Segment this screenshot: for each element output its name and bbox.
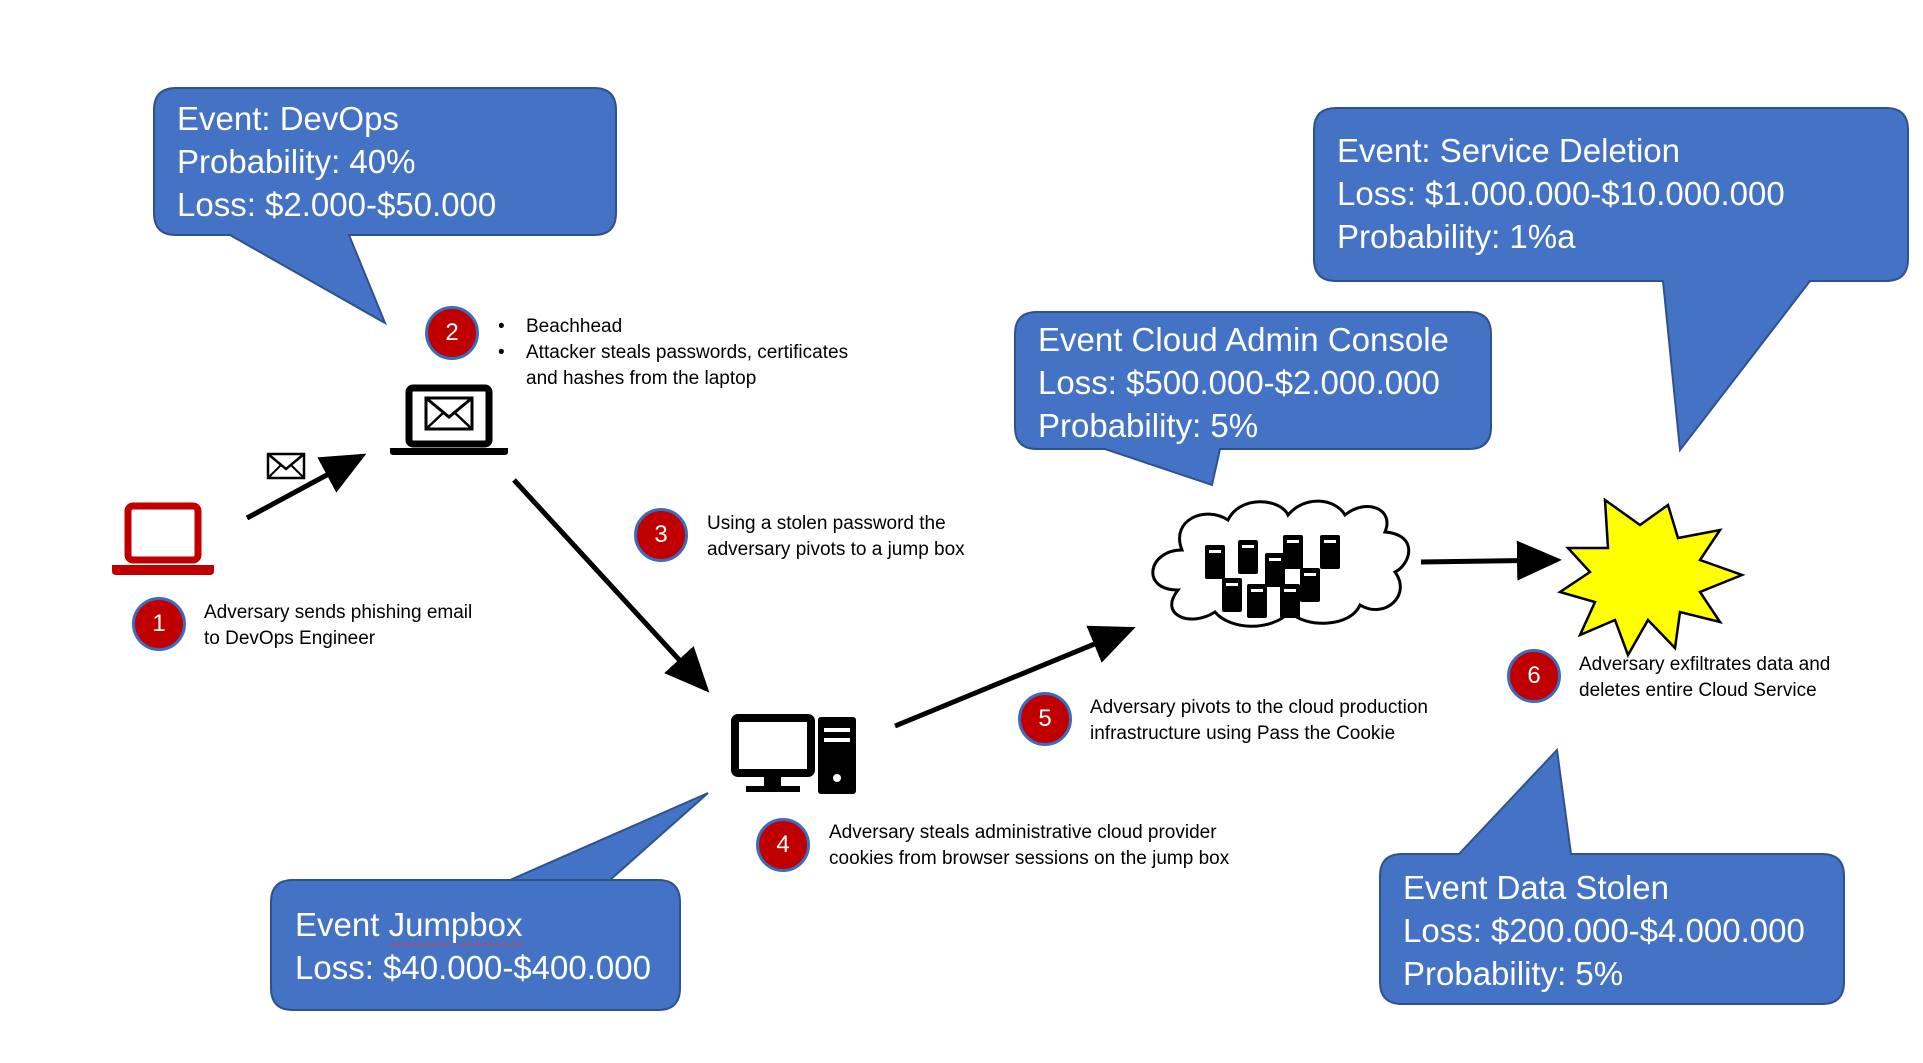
callout-service-deletion-text: Event: Service Deletion Loss: $1.000.000… (1337, 129, 1785, 258)
step-2-bullet-1: Beachhead (496, 314, 848, 340)
step-6-line-1: Adversary exfiltrates data and (1579, 654, 1831, 675)
callout-cloud-admin-loss: Loss: $500.000-$2.000.000 (1038, 364, 1440, 401)
step-2-bullets: Beachhead Attacker steals passwords, cer… (496, 314, 848, 366)
callout-data-stolen (1379, 747, 1845, 1005)
step-4-line-2: cookies from browser sessions on the jum… (829, 848, 1230, 869)
callout-cloud-admin-title: Event Cloud Admin Console (1038, 321, 1449, 358)
step-5-badge: 5 (1018, 692, 1072, 746)
callout-cloud-admin-text: Event Cloud Admin Console Loss: $500.000… (1038, 318, 1449, 447)
cloud-servers-icon (1151, 499, 1411, 628)
callout-devops-loss: Loss: $2.000-$50.000 (177, 186, 497, 223)
step-6-line-2: deletes entire Cloud Service (1579, 680, 1817, 701)
jumpbox-computer-icon (731, 714, 856, 794)
callout-service-deletion-probability: Probability: 1%a (1337, 218, 1576, 255)
step-4-line-1: Adversary steals administrative cloud pr… (829, 822, 1217, 843)
step-3-badge: 3 (634, 508, 688, 562)
attacker-laptop-icon (112, 502, 214, 575)
callout-data-stolen-loss: Loss: $200.000-$4.000.000 (1403, 912, 1805, 949)
step-1-badge: 1 (132, 597, 186, 651)
step-5-line-2: infrastructure using Pass the Cookie (1090, 723, 1396, 744)
callout-data-stolen-text: Event Data Stolen Loss: $200.000-$4.000.… (1403, 866, 1805, 995)
callout-devops-title: Event: DevOps (177, 100, 399, 137)
callout-jumpbox-title-prefix: Event (295, 906, 389, 943)
callout-devops-text: Event: DevOps Probability: 40% Loss: $2.… (177, 97, 496, 226)
arrow-to-cloud (894, 625, 1136, 729)
callout-jumpbox (270, 792, 709, 1011)
step-1-description: Adversary sends phishing email to DevOps… (204, 600, 472, 652)
callout-cloud-admin (1014, 311, 1492, 487)
callout-cloud-admin-probability: Probability: 5% (1038, 407, 1259, 444)
callout-jumpbox-title-word: Jumpbox (388, 906, 523, 943)
envelope-icon (266, 452, 306, 480)
step-2-bullet-2: Attacker steals passwords, certificates (496, 340, 848, 366)
callout-jumpbox-loss: Loss: $40.000-$400.000 (295, 949, 651, 986)
callout-service-deletion-title: Event: Service Deletion (1337, 132, 1681, 169)
step-1-line-1: Adversary sends phishing email (204, 602, 473, 623)
explosion-icon (1557, 497, 1746, 658)
callout-devops (153, 87, 617, 326)
step-3-description: Using a stolen password the adversary pi… (707, 511, 965, 563)
step-3-line-2: adversary pivots to a jump box (707, 539, 965, 560)
step-5-line-1: Adversary pivots to the cloud production (1090, 697, 1428, 718)
step-5-description: Adversary pivots to the cloud production… (1090, 695, 1428, 747)
step-2-badge: 2 (425, 306, 479, 360)
step-6-badge: 6 (1507, 649, 1561, 703)
step-3-line-1: Using a stolen password the (707, 513, 946, 534)
step-6-description: Adversary exfiltrates data and deletes e… (1579, 652, 1830, 704)
step-4-description: Adversary steals administrative cloud pr… (829, 820, 1229, 872)
step-1-line-2: to DevOps Engineer (204, 628, 376, 649)
callout-data-stolen-probability: Probability: 5% (1403, 955, 1624, 992)
step-4-badge: 4 (756, 818, 810, 872)
callout-service-deletion-loss: Loss: $1.000.000-$10.000.000 (1337, 175, 1785, 212)
callout-devops-probability: Probability: 40% (177, 143, 416, 180)
arrow-to-jumpbox (512, 478, 710, 693)
callout-data-stolen-title: Event Data Stolen (1403, 869, 1669, 906)
callout-jumpbox-text: Event Jumpbox Loss: $40.000-$400.000 (295, 903, 651, 989)
arrow-to-explosion (1420, 540, 1562, 581)
callout-service-deletion (1313, 107, 1909, 453)
step-2-line-3: and hashes from the laptop (526, 368, 757, 389)
victim-laptop-icon (390, 384, 508, 455)
arrow-phish (245, 453, 367, 521)
